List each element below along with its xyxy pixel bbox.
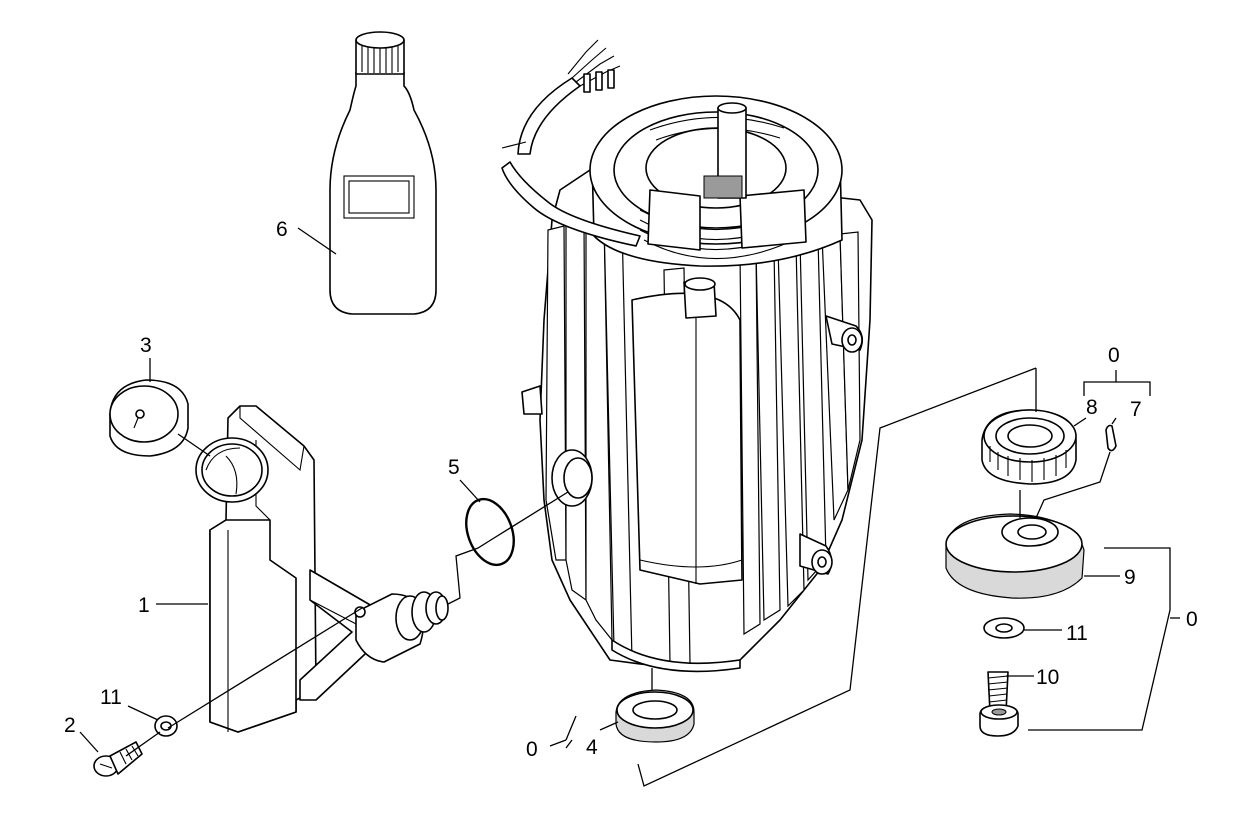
- label-bracket: 1: [138, 594, 150, 617]
- label-bottle: 6: [276, 218, 288, 241]
- bolt: [979, 671, 1019, 737]
- label-seal: 4: [586, 736, 598, 759]
- label-mount: 9: [1124, 566, 1136, 589]
- screw-left: [93, 741, 143, 777]
- oil-bottle: [329, 31, 437, 315]
- label-cap: 3: [140, 334, 152, 357]
- label-group-top: 0: [1108, 344, 1120, 367]
- electric-motor: [501, 39, 873, 673]
- plug-cap: [109, 379, 189, 457]
- rubber-mount: [945, 513, 1085, 599]
- label-washer-right: 11: [1066, 622, 1088, 645]
- label-oring: 5: [448, 456, 460, 479]
- label-group-right: 0: [1186, 608, 1198, 631]
- leader-lines: [79, 227, 1180, 787]
- label-key: 7: [1130, 398, 1142, 421]
- label-screw: 2: [64, 714, 76, 737]
- washer-right: [983, 617, 1025, 639]
- label-bearing: 8: [1086, 396, 1098, 419]
- bearing: [981, 409, 1077, 485]
- label-washer-left: 11: [100, 686, 122, 709]
- shaft-seal: [615, 689, 695, 743]
- housing-bracket: [195, 405, 449, 733]
- label-seal-ref: 0: [526, 738, 538, 761]
- o-ring: [465, 497, 515, 567]
- label-bolt: 10: [1036, 666, 1059, 689]
- key: [1105, 424, 1117, 452]
- part-labels: 6 3 1 2 11 5 4 0 0 8 7 9 11 10 0: [64, 218, 1198, 761]
